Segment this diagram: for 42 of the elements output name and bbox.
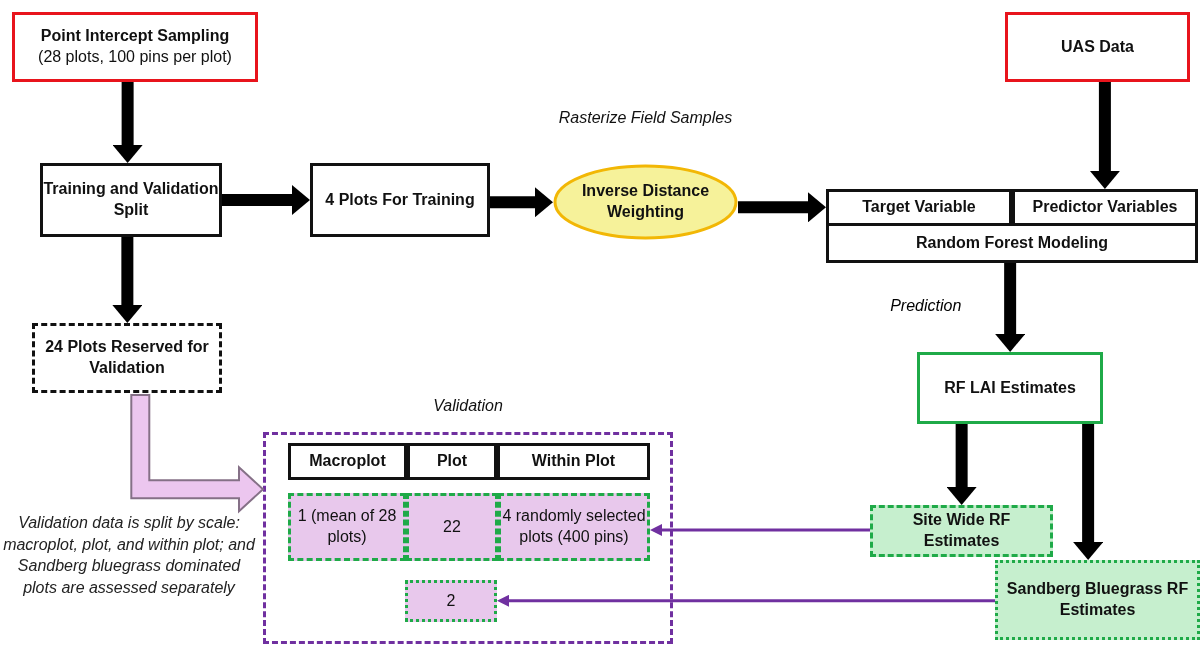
node-label: 22 xyxy=(443,516,461,537)
node-label: Inverse Distance Weighting xyxy=(580,181,711,222)
source-box xyxy=(12,12,258,82)
estimate-box xyxy=(870,505,1053,557)
container-heading: Validation xyxy=(433,395,503,416)
scale-box xyxy=(498,493,650,561)
scale-box xyxy=(288,493,406,561)
note-text: Validation data is split by scale: macroplot, plot, and within plot; and Sandberg bluegrass dominated plots are assessed separately xyxy=(2,513,257,598)
estimate-box xyxy=(917,352,1103,424)
node-label: Random Forest Modeling xyxy=(916,232,1108,253)
node-label: Predictor Variables xyxy=(1032,197,1178,218)
scale-box xyxy=(406,493,498,561)
process-box xyxy=(310,163,490,237)
node-label: Macroplot xyxy=(309,451,386,472)
node-label: Plot xyxy=(436,451,468,472)
node-label: Site Wide RF Estimates xyxy=(911,510,1012,551)
header-box xyxy=(288,443,407,480)
header-box xyxy=(407,443,497,480)
process-box xyxy=(40,163,222,237)
node-label: Point Intercept Sampling xyxy=(40,26,230,47)
node-caption: Rasterize Field Samples xyxy=(557,108,734,128)
node-label: 4 randomly selected plots (400 pins) xyxy=(501,506,647,547)
header-box xyxy=(497,443,650,480)
node-label: Target Variable xyxy=(862,197,976,218)
node-label: RF LAI Estimates xyxy=(944,377,1076,398)
block-arrow xyxy=(130,394,265,514)
node-label: Sandberg Bluegrass RF Estimates xyxy=(1005,579,1190,620)
estimate-box xyxy=(995,560,1200,640)
node-label: 2 xyxy=(446,590,456,611)
model-box xyxy=(826,189,1198,263)
reserved-box xyxy=(32,323,222,393)
node-label: Within Plot xyxy=(531,451,616,472)
node-label: 24 Plots Reserved for Validation xyxy=(44,337,210,378)
node-label: Training and Validation Split xyxy=(43,179,219,220)
scale-box xyxy=(405,580,497,622)
variable-box xyxy=(1012,189,1198,226)
node-sublabel: (28 plots, 100 pins per plot) xyxy=(38,47,232,67)
node-label: UAS Data xyxy=(1061,36,1134,57)
node-label: 1 (mean of 28 plots) xyxy=(296,506,398,547)
variable-box xyxy=(826,189,1012,226)
node-label: 4 Plots For Training xyxy=(325,189,475,210)
source-box xyxy=(1005,12,1190,82)
